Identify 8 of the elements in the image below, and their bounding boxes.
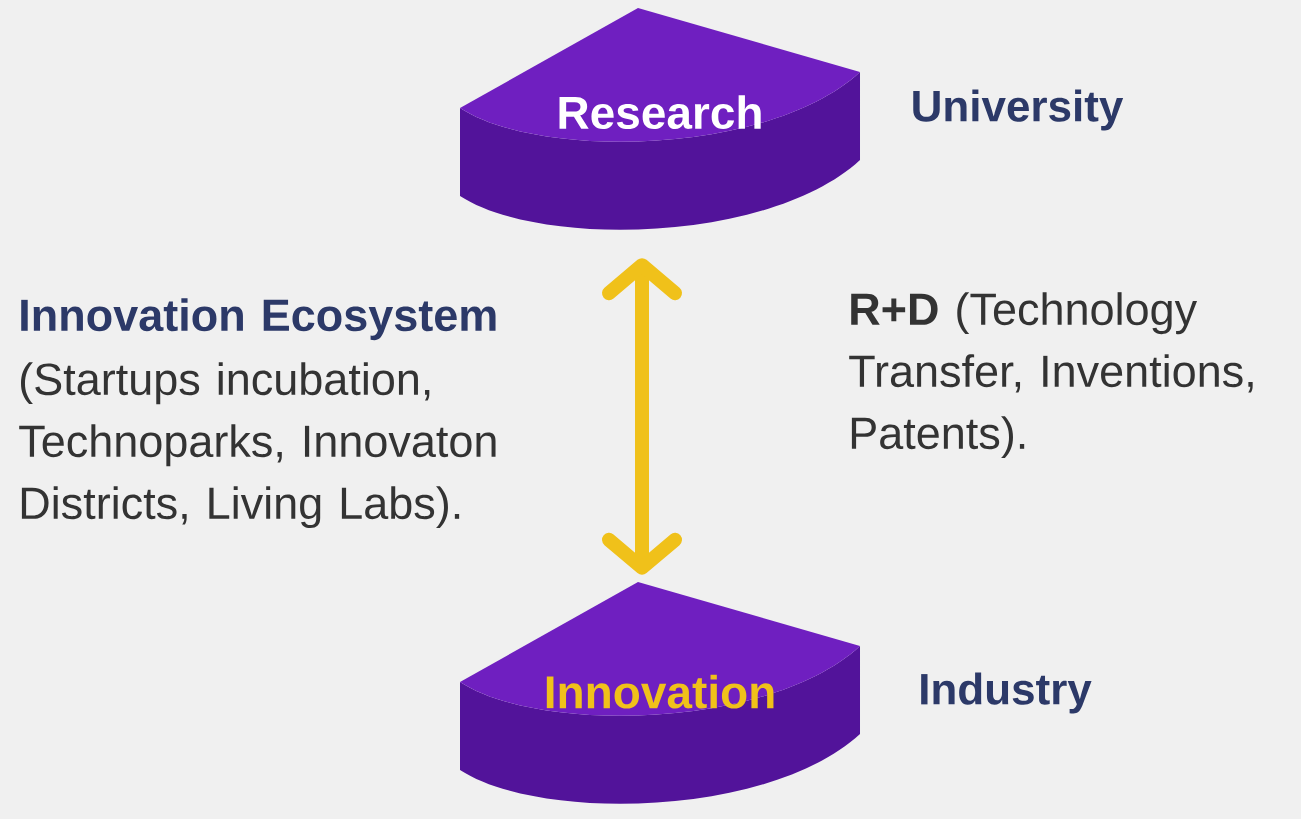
heading: Innovation Ecosystem	[21, 298, 496, 341]
double-arrow	[602, 258, 682, 575]
side-label: Industry	[921, 672, 1092, 714]
wedge-box: Innovation	[460, 582, 860, 804]
wedge-box: Research	[460, 8, 860, 230]
side-label: University	[913, 89, 1124, 131]
description-text: (Startups incubation, Technoparks, Innovaton Districts, Living Labs).	[19, 362, 496, 529]
description-text: R+D (Technology Transfer, Inventions, Patents).	[849, 292, 1253, 459]
